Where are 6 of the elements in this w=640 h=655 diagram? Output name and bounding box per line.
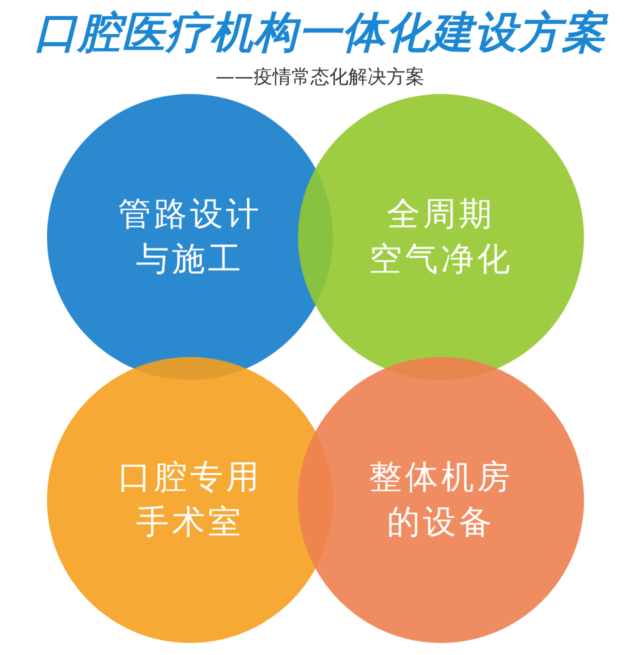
node-label: 口腔专用手术室 <box>118 456 262 543</box>
node-label: 全周期空气净化 <box>369 193 513 280</box>
node-label: 管路设计与施工 <box>118 193 262 280</box>
node-label: 整体机房的设备 <box>369 456 513 543</box>
subtitle: ——疫情常态化解决方案 <box>214 65 426 90</box>
title: 口腔医疗机构一体化建设方案 <box>0 4 640 62</box>
